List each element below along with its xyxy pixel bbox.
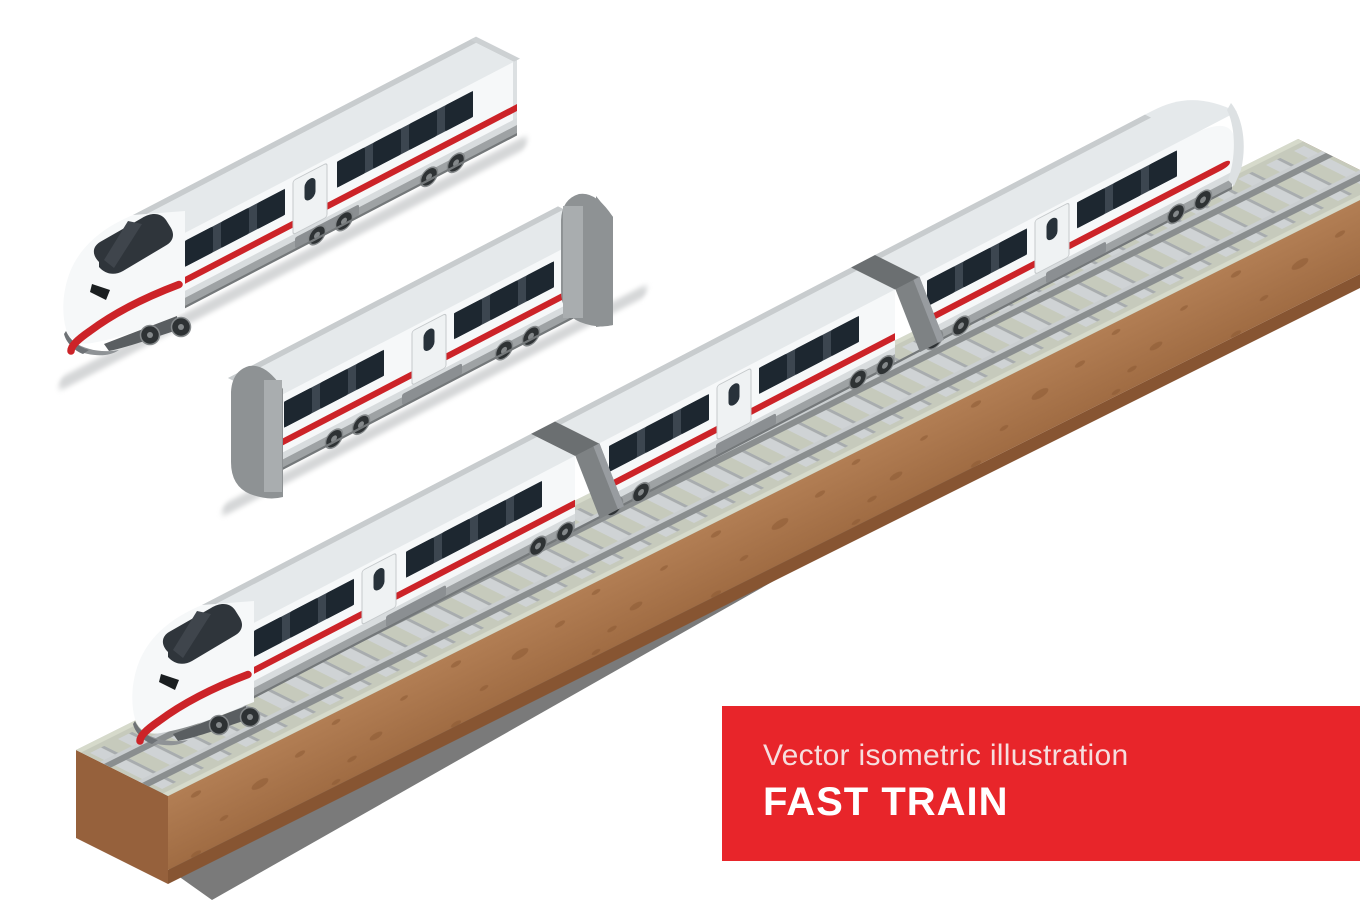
fast-train-on-track [132,100,1244,746]
track-ties [90,146,1360,789]
title-banner: Vector isometric illustration FAST TRAIN [722,706,1360,861]
banner-subtitle: Vector isometric illustration [763,739,1129,772]
middle-carriage-shadow [222,286,647,515]
rail-near [140,171,1360,787]
gangway-connector [895,275,944,353]
track-dirt-face [168,185,1360,884]
lead-car-roof [133,36,520,237]
red-stripe [177,104,517,288]
middle-carriage-roof [228,206,602,400]
coupler-end-cap-left [231,365,283,499]
rear-end-cap [1227,103,1244,186]
lead-car [59,36,527,390]
gangway-connector [575,442,624,519]
fast-train-roof [202,100,1237,627]
banner-title: FAST TRAIN [763,780,1009,824]
track-end-face-left [76,750,168,884]
coupler-end-cap-right [561,193,613,327]
middle-carriage [222,193,647,515]
